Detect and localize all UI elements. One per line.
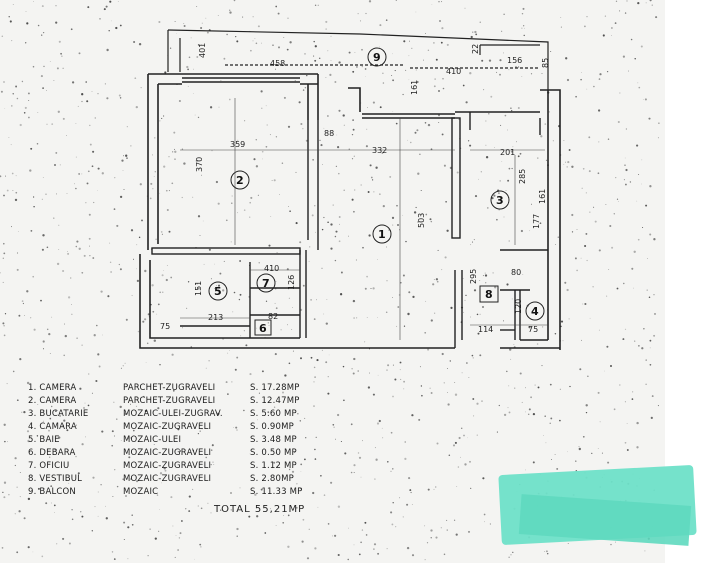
legend-num-name: 3. BUCATARIE — [28, 409, 89, 419]
legend-area: S. 11.33 MP — [250, 487, 303, 497]
floor-plan-drawing: 401 458 410 156 85 22 161 88 359 332 201… — [0, 0, 660, 561]
legend-num-name: 1. CAMERA — [28, 383, 77, 393]
dim-126: 126 — [287, 275, 296, 290]
scan-noise — [0, 0, 660, 561]
dim-22: 22 — [471, 44, 480, 54]
dim-503: 503 — [417, 213, 426, 228]
dimension-lines — [180, 98, 548, 340]
room-9-marker: 9 — [367, 47, 387, 67]
legend-finish: PARCHET-ZUGRAVELI — [123, 396, 216, 406]
dim-75: 75 — [160, 322, 170, 331]
room-1-number: 1 — [378, 228, 386, 241]
legend-finish: MOZAIC-ULEI — [123, 435, 182, 445]
room-9-number: 9 — [373, 51, 381, 64]
dim-88: 88 — [324, 129, 334, 138]
legend-num-name: 2. CAMERA — [28, 396, 77, 406]
dim-85: 85 — [541, 58, 550, 68]
dim-410-b: 410 — [264, 264, 279, 273]
dim-401: 401 — [198, 43, 207, 58]
legend-finish: MOZAIC-ULEI-ZUGRAV. — [123, 409, 223, 419]
dim-161-b: 161 — [538, 189, 547, 204]
dim-161: 161 — [410, 80, 419, 95]
room-6-marker: 6 — [254, 319, 272, 336]
dim-156: 156 — [507, 56, 522, 65]
room-7-marker: 7 — [256, 273, 276, 293]
dim-458: 458 — [270, 59, 285, 68]
dim-177: 177 — [532, 214, 541, 229]
legend-finish: PARCHET-ZUGRAVELI — [123, 383, 216, 393]
room-3-marker: 3 — [490, 190, 510, 210]
interior-walls — [151, 112, 548, 348]
legend-num-name: 5. BAIE — [28, 435, 60, 445]
legend-finish: MOZAIC-ZUGRAVELI — [123, 461, 212, 471]
legend-num-name: 7. OFICIU — [28, 461, 70, 471]
dim-120: 120 — [514, 299, 523, 314]
room-3-number: 3 — [496, 194, 504, 207]
legend-num-name: 8. VESTIBUL — [28, 474, 83, 484]
legend-area: S. 1.12 MP — [250, 461, 297, 471]
dim-213: 213 — [208, 313, 223, 322]
legend-num-name: 6. DEBARA — [28, 448, 76, 458]
room-1-marker: 1 — [372, 224, 392, 244]
legend-finish: MOZAIC — [123, 487, 159, 497]
room-2-number: 2 — [236, 174, 244, 187]
legend-area: S. 0.90MP — [250, 422, 294, 432]
dim-75-b: 75 — [528, 325, 538, 334]
legend-area: S. 17.28MP — [250, 383, 300, 393]
scanned-plan-page — [0, 0, 665, 563]
total-area: TOTAL 55,21MP — [214, 504, 305, 515]
exterior-walls — [139, 73, 561, 350]
legend-area: S. 3.48 MP — [250, 435, 297, 445]
dim-82: 82 — [268, 312, 278, 321]
legend-finish: MOZAIC-ZUGRAVELI — [123, 448, 212, 458]
room-6-number: 6 — [259, 322, 267, 335]
dim-370: 370 — [195, 157, 204, 172]
room-5-number: 5 — [214, 285, 222, 298]
legend-area: S. 2.80MP — [250, 474, 294, 484]
dim-332: 332 — [372, 146, 387, 155]
dim-295: 295 — [469, 269, 478, 284]
legend-area: S. 12.47MP — [250, 396, 300, 406]
room-2-marker: 2 — [230, 170, 250, 190]
dim-285: 285 — [518, 169, 527, 184]
legend-finish: MOZAIC-ZUGRAVELI — [123, 422, 212, 432]
room-markers: 1 2 3 4 5 6 7 8 — [208, 47, 545, 336]
dimension-labels: 401 458 410 156 85 22 161 88 359 332 201… — [160, 43, 550, 334]
dim-410: 410 — [446, 67, 461, 76]
room-8-number: 8 — [485, 288, 493, 301]
balcony-outline — [167, 29, 549, 90]
dim-114: 114 — [478, 325, 493, 334]
dim-151: 151 — [194, 281, 203, 296]
total-value: 55,21MP — [254, 504, 306, 515]
room-4-marker: 4 — [525, 301, 545, 321]
room-4-number: 4 — [531, 305, 539, 318]
room-8-marker: 8 — [479, 285, 499, 303]
legend-num-name: 4. CAMARA — [28, 422, 77, 432]
legend-finish: MOZAIC-ZUGRAVELI — [123, 474, 212, 484]
dim-201: 201 — [500, 148, 515, 157]
total-label: TOTAL — [214, 504, 251, 515]
room-5-marker: 5 — [208, 281, 228, 301]
legend-num-name: 9. BALCON — [28, 487, 76, 497]
legend-area: S. 5.60 MP — [250, 409, 297, 419]
dim-359: 359 — [230, 140, 245, 149]
room-7-number: 7 — [262, 277, 270, 290]
dim-80: 80 — [511, 268, 521, 277]
legend-area: S. 0.50 MP — [250, 448, 297, 458]
